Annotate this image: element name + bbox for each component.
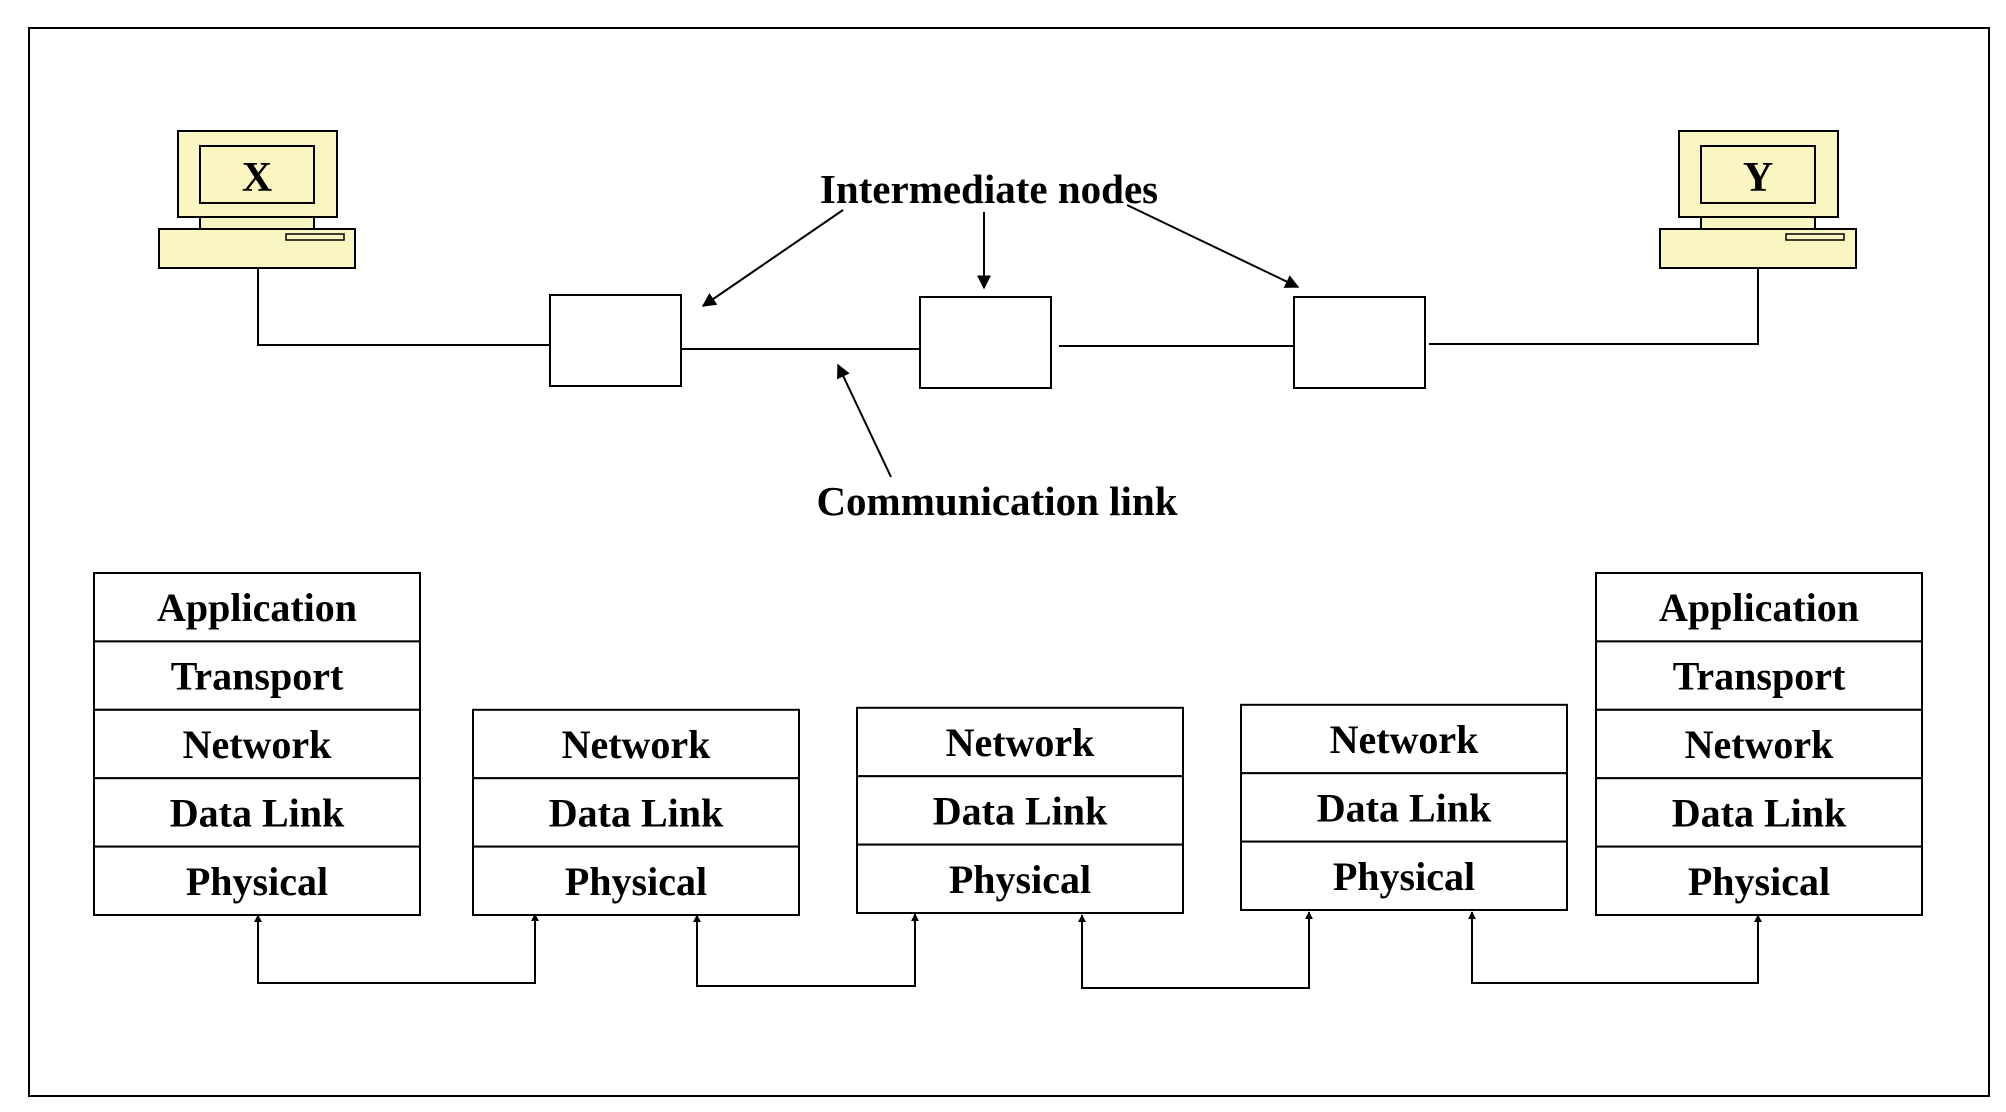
layer-label: Physical [186,859,328,904]
layer-box [1595,640,1923,711]
diagram-frame [28,27,1990,1097]
layer-label: Physical [949,857,1091,902]
layer-label: Physical [1688,859,1830,904]
pointer-arrow-node1 [701,209,844,307]
communication-link-label: Communication link [816,478,1177,524]
topology-links [257,268,1759,350]
link-node3-to-y [1429,268,1759,345]
layer-label: Data Link [933,788,1108,833]
layer-label: Transport [171,654,344,699]
intermediate-nodes-label: Intermediate nodes [820,166,1158,212]
layer-box [472,845,800,916]
intermediate-nodes-pointers [701,204,1300,307]
layer-label: Physical [565,859,707,904]
layer-box [472,708,800,780]
intermediate-node-3 [1293,296,1426,389]
layer-label: Physical [1333,854,1475,899]
layer-label: Network [1685,722,1835,767]
layer-label: Network [946,720,1096,765]
layer-label: Data Link [1672,790,1847,835]
layer-box [856,706,1184,778]
layer-label: Data Link [1317,785,1492,830]
pointer-arrow-node3 [1126,204,1300,288]
intermediate-node-1 [549,294,682,387]
intermediate-node-2 [919,296,1052,389]
host-x-neck [199,216,315,230]
layer-box [1595,572,1923,643]
layer-box [1595,708,1923,780]
layer-box [1240,840,1568,911]
physical-interconnects [254,911,1762,989]
host-x-computer-icon: X [158,130,356,269]
pointer-arrow-communication-link [837,363,892,478]
host-y-drive-slot [1785,233,1845,241]
host-y-neck [1700,216,1816,230]
layer-box [856,843,1184,914]
host-y-screen [1700,145,1816,204]
layer-box [93,777,421,848]
interconnect-3 [1078,911,1313,989]
link-x-to-node1 [257,268,550,346]
layer-label: Transport [1673,654,1846,699]
host-x-drive-slot [285,233,345,241]
layer-label: Application [1659,585,1859,630]
layer-label: Data Link [549,790,724,835]
host-y-label: Y [1743,155,1773,201]
host-y-computer-icon: Y [1659,130,1857,269]
interconnect-4 [1468,911,1762,984]
host-x-label: X [242,155,272,201]
interconnect-1 [254,913,539,984]
layer-box [1595,845,1923,916]
layer-label: Network [183,722,333,767]
layer-box [856,775,1184,846]
host-x-screen [199,145,315,204]
layer-box [1240,772,1568,843]
layer-box [93,845,421,916]
layer-label: Network [1330,717,1480,762]
layer-label: Data Link [170,790,345,835]
interconnect-2 [693,913,919,987]
layer-box [1595,777,1923,848]
layer-box [472,777,800,848]
layer-label: Application [157,585,357,630]
layer-label: Network [562,722,712,767]
